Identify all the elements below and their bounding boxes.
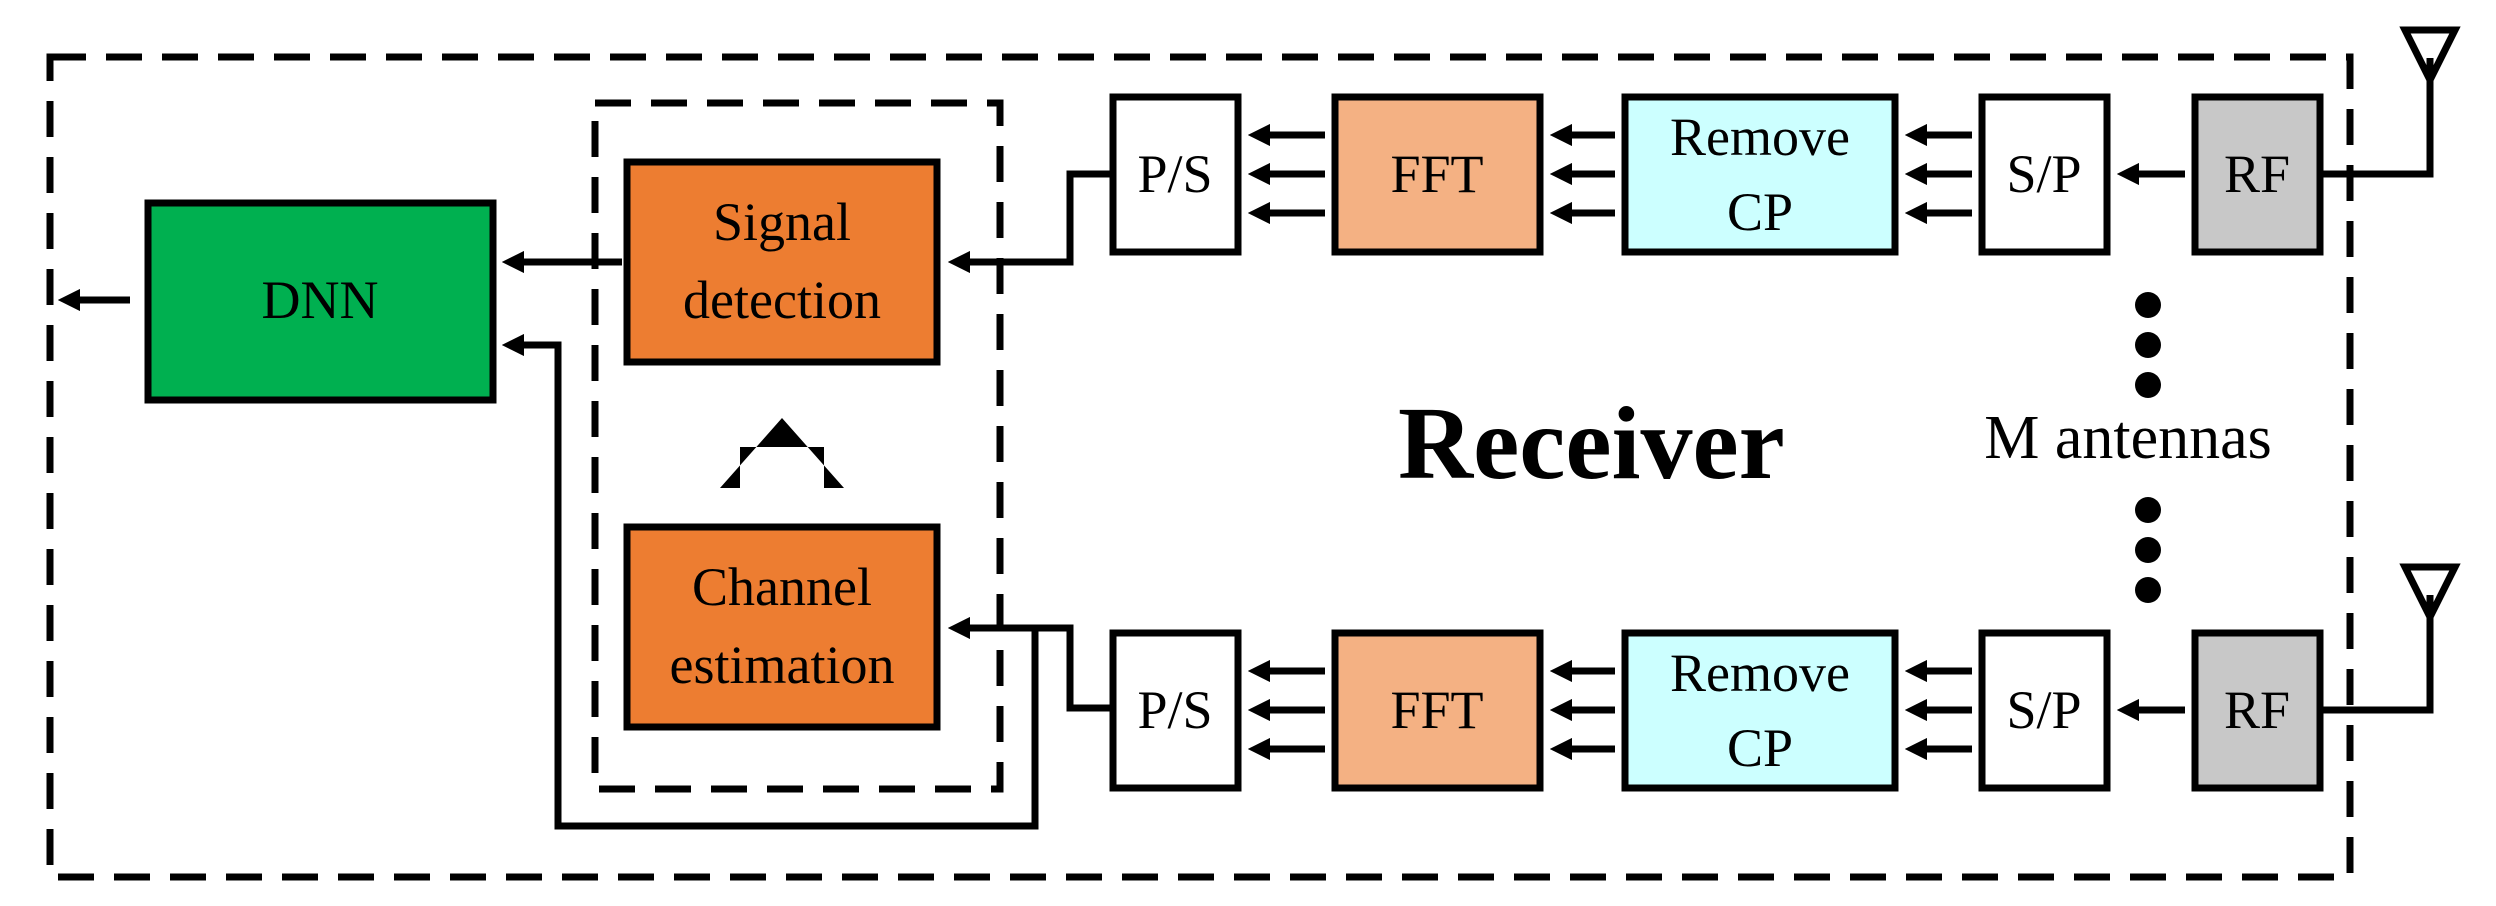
top-fft-block: FFT (1331, 93, 1544, 256)
bottom-rf-block: RF (2191, 629, 2324, 792)
bottom-sp-to-cp-arrows (1904, 659, 1972, 761)
channel-estimation-label-line2: estimation (670, 635, 895, 695)
svg-text:S/P: S/P (2006, 680, 2081, 740)
signal-detection-label-line1: Signal (713, 192, 851, 252)
top-sp-to-cp-arrows (1904, 123, 1972, 225)
svg-text:RF: RF (2224, 144, 2290, 204)
bottom-fft-to-ps-arrows (1247, 659, 1325, 761)
svg-text:CP: CP (1727, 718, 1793, 778)
bottom-cp-to-fft-arrows (1549, 659, 1615, 761)
dnn-block: DNN (144, 199, 497, 404)
svg-text:P/S: P/S (1137, 680, 1212, 740)
svg-text:S/P: S/P (2006, 144, 2081, 204)
channel-estimation-block: Channel estimation (623, 523, 941, 731)
receiver-boundary (46, 53, 2354, 881)
top-antenna-icon (2320, 26, 2461, 178)
bottom-ps-to-estimation-path (947, 616, 1113, 712)
top-remove-cp-block: Remove CP (1621, 93, 1899, 256)
bottom-remove-cp-block: Remove CP (1621, 629, 1899, 792)
svg-text:CP: CP (1727, 182, 1793, 242)
bottom-antenna-icon (2320, 563, 2461, 714)
bottom-sp-block: S/P (1978, 629, 2111, 792)
bottom-ps-block: P/S (1109, 629, 1242, 792)
svg-text:P/S: P/S (1137, 144, 1212, 204)
block-up-arrow (720, 418, 844, 488)
svg-text:FFT: FFT (1390, 680, 1483, 740)
bottom-fft-block: FFT (1331, 629, 1544, 792)
channel-estimation-label-line1: Channel (692, 557, 872, 617)
channel-feedback-path (501, 333, 1039, 830)
svg-text:RF: RF (2224, 680, 2290, 740)
top-ps-block: P/S (1109, 93, 1242, 256)
ellipsis-dots (2135, 292, 2161, 603)
top-ps-to-detection-path (947, 170, 1113, 274)
top-rf-block: RF (2191, 93, 2324, 256)
svg-text:FFT: FFT (1390, 144, 1483, 204)
top-cp-to-fft-arrows (1549, 123, 1615, 225)
m-antennas-label: M antennas (1984, 404, 2272, 472)
receiver-label: Receiver (1398, 386, 1785, 501)
dnn-label: DNN (262, 270, 379, 330)
detection-group-boundary (591, 99, 1004, 793)
signal-detection-label-line2: detection (683, 270, 881, 330)
top-fft-to-ps-arrows (1247, 123, 1325, 225)
svg-text:Remove: Remove (1670, 107, 1850, 167)
svg-text:Remove: Remove (1670, 643, 1850, 703)
signal-detection-block: Signal detection (623, 158, 941, 366)
top-sp-block: S/P (1978, 93, 2111, 256)
